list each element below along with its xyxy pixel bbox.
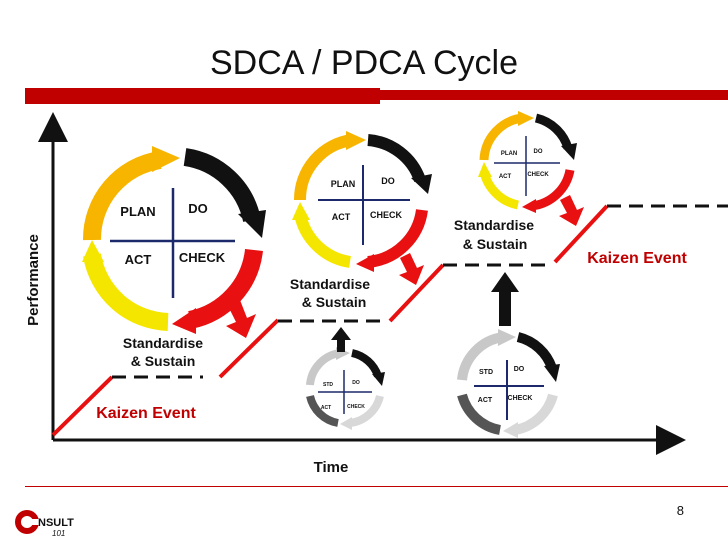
sdca-medium-check: CHECK xyxy=(508,395,533,402)
down-arrow-red-3 xyxy=(559,195,584,226)
kaizen-line-3 xyxy=(388,263,445,323)
pdca-medium-act: ACT xyxy=(332,212,351,222)
kaizen-event-label-1: Kaizen Event xyxy=(96,405,196,422)
consult-logo: NSULT 101 xyxy=(15,510,74,538)
kaizen-line-2 xyxy=(218,318,280,379)
pdca-small-act: ACT xyxy=(499,174,512,180)
pdca-large-do: DO xyxy=(188,201,208,216)
standardise-label-1-line2: & Sustain xyxy=(131,353,196,369)
pdca-cycle-large: PLAN DO ACT CHECK xyxy=(82,146,266,334)
pdca-cycle-small: PLAN DO ACT CHECK xyxy=(478,111,577,213)
sdca-small-std: STD xyxy=(323,382,333,388)
up-arrow-2 xyxy=(491,272,519,326)
slide-title: SDCA / PDCA Cycle xyxy=(210,44,518,82)
sdca-small-do: DO xyxy=(352,380,360,386)
logo-subtext: 101 xyxy=(52,529,65,538)
pdca-large-act: ACT xyxy=(125,252,152,267)
standardise-label-2-line1: Standardise xyxy=(290,276,370,292)
sdca-cycle-medium: STD DO ACT CHECK xyxy=(457,329,560,438)
kaizen-line-1 xyxy=(51,375,114,437)
sdca-small-check: CHECK xyxy=(347,404,365,410)
pdca-medium-plan: PLAN xyxy=(331,179,356,189)
sdca-medium-std: STD xyxy=(479,369,493,376)
sdca-medium-act: ACT xyxy=(478,397,493,404)
up-arrow-1 xyxy=(331,327,351,352)
x-axis-label: Time xyxy=(314,459,349,476)
pdca-medium-check: CHECK xyxy=(370,210,403,220)
sdca-medium-do: DO xyxy=(514,366,525,373)
pdca-cycle-medium: PLAN DO ACT CHECK xyxy=(292,131,432,272)
title-underline-bar xyxy=(25,88,380,104)
pdca-small-plan: PLAN xyxy=(501,151,517,157)
standardise-label-1-line1: Standardise xyxy=(123,335,203,351)
pdca-large-check: CHECK xyxy=(179,250,226,265)
down-arrow-red-2 xyxy=(399,253,424,285)
pdca-small-check: CHECK xyxy=(527,172,549,178)
standardise-label-3-line2: & Sustain xyxy=(463,236,528,252)
footer-divider xyxy=(25,486,728,487)
standardise-label-3-line1: Standardise xyxy=(454,217,534,233)
logo-text: NSULT xyxy=(38,517,74,529)
pdca-small-do: DO xyxy=(534,149,543,155)
down-arrow-red-1 xyxy=(226,300,256,338)
pdca-medium-do: DO xyxy=(381,176,395,186)
sdca-cycle-small: STD DO ACT CHECK xyxy=(306,347,385,430)
y-axis-label: Performance xyxy=(25,234,42,326)
title-underline-bar-thin xyxy=(380,90,728,100)
sdca-small-act: ACT xyxy=(321,405,331,411)
standardise-label-2-line2: & Sustain xyxy=(302,294,367,310)
kaizen-line-4 xyxy=(553,204,609,264)
pdca-large-plan: PLAN xyxy=(120,204,155,219)
kaizen-event-label-2: Kaizen Event xyxy=(587,250,687,267)
page-number: 8 xyxy=(676,503,684,518)
